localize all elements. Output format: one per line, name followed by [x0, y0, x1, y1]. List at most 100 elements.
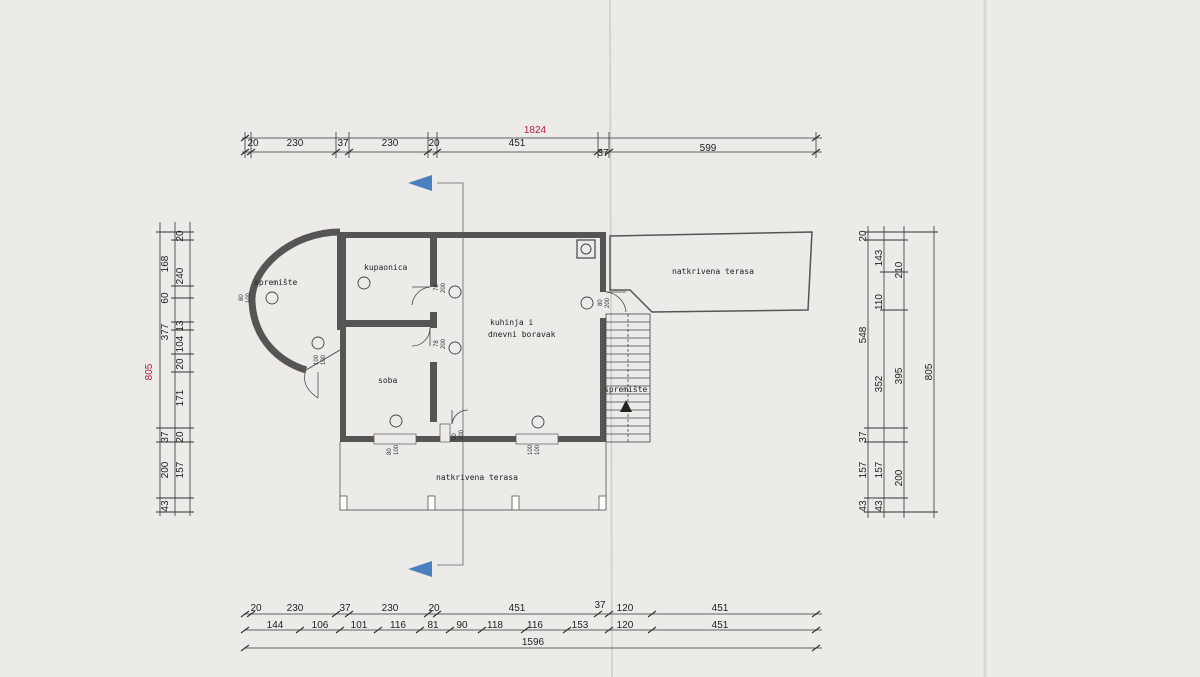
svg-text:230: 230	[287, 138, 304, 149]
door-swings	[411, 286, 627, 425]
svg-text:43: 43	[858, 500, 869, 512]
svg-text:81: 81	[427, 620, 439, 631]
svg-text:157: 157	[874, 461, 885, 478]
svg-text:210: 210	[894, 261, 905, 278]
top-dimension-labels: 20 230 37 230 20 451 37 599	[247, 138, 716, 159]
svg-text:240: 240	[175, 267, 186, 284]
svg-text:451: 451	[712, 603, 729, 614]
svg-text:80: 80	[452, 433, 458, 440]
svg-text:20: 20	[247, 138, 259, 149]
svg-text:395: 395	[894, 367, 905, 384]
top-total-dimension: 1824	[524, 125, 547, 136]
svg-text:144: 144	[267, 620, 284, 631]
svg-text:20: 20	[250, 603, 262, 614]
svg-text:37: 37	[160, 431, 171, 443]
svg-text:100: 100	[394, 444, 400, 455]
svg-text:451: 451	[712, 620, 729, 631]
svg-text:100: 100	[528, 444, 534, 455]
window-openings	[373, 423, 559, 445]
bottom-total-dimension: 1596	[522, 637, 545, 648]
svg-text:157: 157	[175, 461, 186, 478]
svg-text:78: 78	[434, 340, 440, 347]
building-walls	[340, 232, 606, 442]
room-label-kuhinja-1: kuhinja i	[490, 318, 534, 327]
svg-text:116: 116	[390, 620, 406, 631]
svg-text:599: 599	[700, 143, 717, 154]
svg-text:100: 100	[314, 354, 320, 365]
svg-text:168: 168	[160, 255, 171, 272]
svg-text:118: 118	[487, 620, 503, 631]
svg-text:200: 200	[459, 429, 465, 440]
svg-text:548: 548	[858, 326, 869, 343]
svg-text:143: 143	[874, 249, 885, 266]
svg-text:20: 20	[428, 603, 440, 614]
room-label-terrace-bottom: natkrivena terasa	[436, 473, 518, 482]
svg-text:80: 80	[387, 448, 393, 455]
top-dimension-chain	[240, 132, 822, 158]
room-label-terrace-top: natkrivena terasa	[672, 267, 754, 276]
svg-text:451: 451	[509, 138, 526, 149]
section-arrow-bottom-icon	[408, 561, 432, 577]
svg-text:43: 43	[160, 500, 171, 512]
svg-text:805: 805	[144, 363, 155, 380]
staircase	[605, 313, 651, 443]
svg-text:104: 104	[175, 335, 186, 352]
svg-text:200: 200	[441, 338, 447, 349]
svg-text:200: 200	[605, 297, 611, 308]
svg-text:37: 37	[339, 603, 351, 614]
chimney	[576, 239, 596, 259]
svg-text:20: 20	[858, 230, 869, 242]
chimney-flue	[580, 243, 592, 255]
section-arrow-top-icon	[408, 175, 432, 191]
svg-text:805: 805	[924, 363, 935, 380]
svg-text:230: 230	[287, 603, 304, 614]
covered-terrace-bottom	[339, 442, 607, 511]
svg-text:120: 120	[617, 620, 634, 631]
svg-text:120: 120	[617, 603, 634, 614]
svg-text:157: 157	[858, 461, 869, 478]
svg-text:110: 110	[874, 294, 885, 310]
svg-text:100: 100	[321, 354, 327, 365]
right-dimension-chains	[864, 226, 938, 518]
svg-text:200: 200	[160, 461, 171, 478]
paper-fold-left	[609, 0, 613, 677]
svg-text:100: 100	[246, 292, 252, 303]
svg-text:116: 116	[527, 620, 543, 631]
stair-direction-arrow-icon	[620, 400, 632, 412]
svg-text:101: 101	[351, 620, 368, 631]
svg-text:90: 90	[456, 620, 468, 631]
room-label-spremiste-left: spremište	[254, 277, 298, 287]
svg-text:20: 20	[175, 431, 186, 443]
svg-text:78: 78	[434, 284, 440, 291]
svg-text:230: 230	[382, 603, 399, 614]
svg-text:13: 13	[175, 320, 186, 332]
room-label-kuhinja-2: dnevni boravak	[488, 330, 556, 339]
bottom-dimension-labels-row1: 20 230 37 230 20 451 37 120 451	[250, 600, 728, 614]
svg-text:451: 451	[509, 603, 526, 614]
room-label-kupaonica: kupaonica	[364, 263, 408, 272]
room-label-spremiste-right: spremište	[604, 384, 648, 394]
svg-text:377: 377	[160, 323, 171, 340]
light-fixtures	[265, 276, 594, 429]
left-dimension-chains	[156, 222, 194, 516]
right-dimension-labels: 20 548 37 157 43 143 110 352 157 43 210 …	[858, 230, 935, 512]
svg-text:37: 37	[594, 600, 606, 611]
svg-text:106: 106	[312, 620, 329, 631]
opening-labels: 78 200 78 200 80 200 80 200 80 100 100 1…	[239, 282, 611, 455]
svg-text:80: 80	[239, 294, 245, 301]
left-dimension-labels: 805 377 37 200 43 168 60 20 240 13 104 2…	[144, 230, 186, 512]
svg-text:43: 43	[874, 500, 885, 512]
covered-terrace-top	[609, 231, 813, 313]
svg-text:153: 153	[572, 620, 589, 631]
svg-text:200: 200	[441, 282, 447, 293]
svg-text:230: 230	[382, 138, 399, 149]
svg-text:100: 100	[535, 444, 541, 455]
svg-text:37: 37	[858, 431, 869, 443]
section-line	[437, 182, 464, 566]
svg-text:37: 37	[337, 138, 349, 149]
bottom-dimension-chains	[240, 610, 822, 652]
svg-text:37: 37	[597, 148, 609, 159]
svg-text:200: 200	[894, 469, 905, 486]
svg-text:171: 171	[175, 389, 186, 406]
